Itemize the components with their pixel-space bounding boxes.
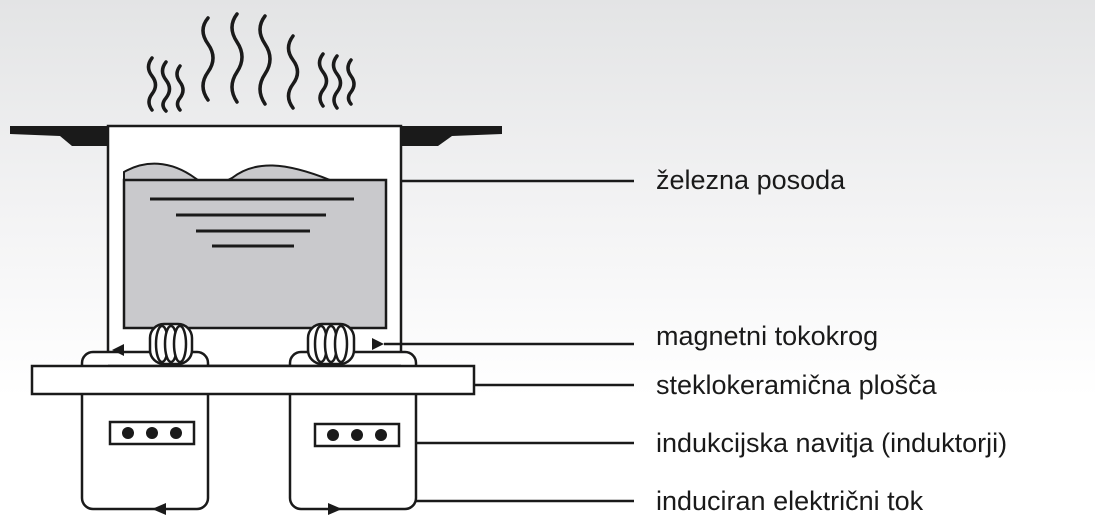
current-arrow-left-icon — [152, 503, 166, 515]
magnetic-circuit-coil-right — [306, 322, 356, 366]
label-induction-coils: indukcijska navitja (induktorji) — [656, 428, 1008, 458]
current-arrow-right-icon — [328, 503, 342, 515]
label-induced-current: induciran električni tok — [656, 486, 924, 516]
pot-handle-right — [401, 126, 502, 146]
label-magnetic-circuit: magnetni tokokrog — [656, 321, 879, 351]
magnetic-circuit-coil-left — [148, 322, 194, 366]
induction-coil-right — [313, 422, 401, 448]
glass-ceramic-plate — [30, 364, 476, 396]
pot-handles — [10, 126, 502, 146]
label-iron-pot: železna posoda — [656, 165, 846, 195]
induction-coil-left — [108, 420, 196, 446]
pot-handle-left — [10, 126, 108, 146]
steam-icon — [146, 12, 356, 113]
field-arrow-left-icon — [112, 344, 124, 356]
label-ceramic-plate: steklokeramična plošča — [656, 370, 937, 400]
field-arrow-right-icon — [372, 338, 384, 350]
liquid — [122, 162, 388, 330]
